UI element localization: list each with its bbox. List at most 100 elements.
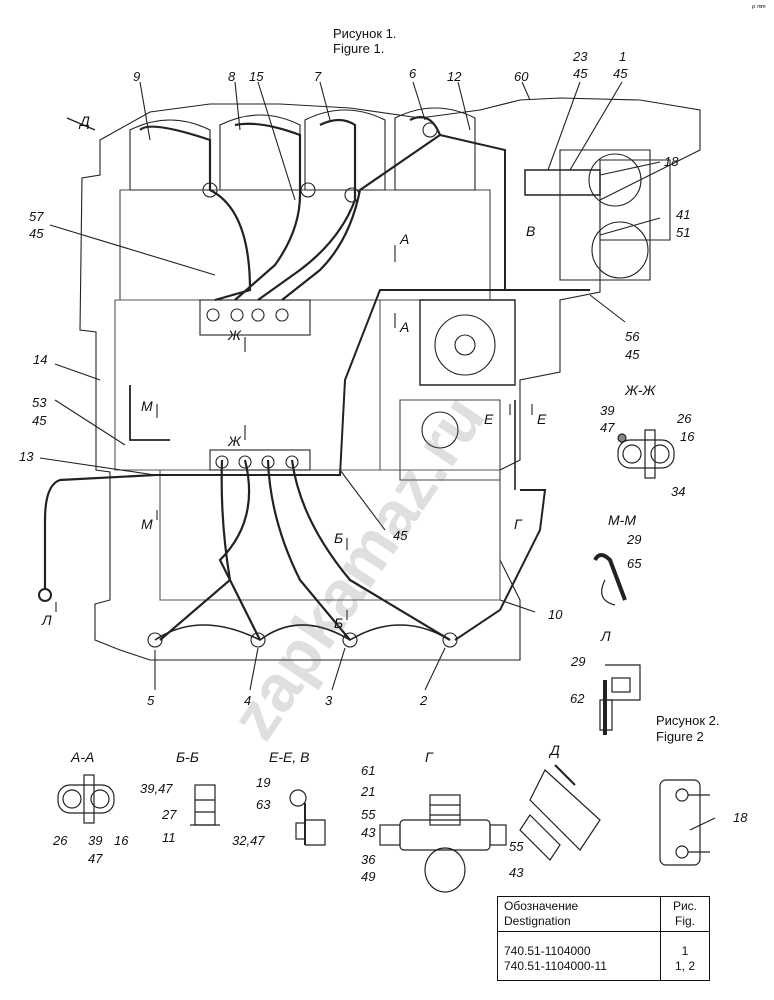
header-fig-en: Fig.	[674, 914, 695, 928]
section-mark-a-top: А	[400, 231, 410, 247]
aa-callout-47: 47	[88, 851, 103, 866]
section-mark-m-top: М	[141, 398, 153, 414]
aa-callout-16: 16	[114, 833, 129, 848]
l-callout-62: 62	[570, 691, 585, 706]
callout-41: 41	[676, 207, 691, 222]
designation-codes-cell: 740.51-1104000 740.51-1104000-11	[497, 931, 661, 981]
g-callout-43: 43	[361, 825, 376, 840]
designation-body-row: 740.51-1104000 740.51-1104000-11 1 1, 2	[497, 931, 710, 981]
section-eev-title: Е-Е, В	[269, 749, 310, 765]
section-g-drawing	[379, 794, 507, 893]
callout-6: 6	[409, 66, 417, 81]
d-callout-43: 43	[509, 865, 524, 880]
section-mark-b-top: Б	[334, 530, 344, 546]
aa-callout-26: 26	[53, 833, 68, 848]
figure2-title-en: Figure 2	[656, 729, 704, 744]
callout-3: 3	[325, 693, 333, 708]
designation-table: Обозначение Destignation Рис. Fig. 740.5…	[497, 896, 710, 981]
g-callout-49: 49	[361, 869, 376, 884]
zhzh-callout-47: 47	[600, 420, 615, 435]
section-mark-m-bottom: М	[141, 516, 153, 532]
section-mark-l: Л	[42, 612, 52, 628]
callout-45: 45	[393, 528, 408, 543]
callout-9: 9	[133, 69, 141, 84]
callout-1: 1	[619, 49, 627, 64]
figure1-title-ru: Рисунок 1.	[333, 26, 397, 41]
section-bb-drawing	[190, 784, 220, 826]
callout-7: 7	[314, 69, 322, 84]
l-callout-29: 29	[571, 654, 586, 669]
header-code-ru: Обозначение	[504, 899, 579, 913]
figure2-drawing	[659, 779, 716, 866]
callout-2: 2	[420, 693, 428, 708]
eev-callout-63: 63	[256, 797, 271, 812]
callout-23: 23	[573, 49, 588, 64]
callout-45: 45	[625, 347, 640, 362]
corner-mark: ᵖ ᵐᵐ	[752, 3, 766, 12]
section-d-drawing	[519, 764, 601, 861]
section-l-title: Л	[601, 628, 611, 644]
figure1-title-en: Figure 1.	[333, 41, 385, 56]
g-callout-55: 55	[361, 807, 376, 822]
section-eev-drawing	[289, 789, 326, 846]
figure2-callout-18: 18	[733, 810, 748, 825]
g-callout-61: 61	[361, 763, 376, 778]
g-callout-36: 36	[361, 852, 376, 867]
designation-header-row: Обозначение Destignation Рис. Fig.	[497, 896, 710, 932]
designation-header-code: Обозначение Destignation	[497, 896, 661, 932]
section-g-title: Г	[425, 749, 433, 765]
section-aa-drawing	[57, 774, 115, 824]
section-mm-drawing	[593, 553, 627, 606]
callout-5: 5	[147, 693, 155, 708]
callout-18: 18	[664, 154, 679, 169]
table-row-code: 740.51-1104000	[504, 944, 591, 958]
callout-10: 10	[548, 607, 563, 622]
callout-14: 14	[33, 352, 48, 367]
zhzh-callout-16: 16	[680, 429, 695, 444]
section-mark-a-bottom: А	[400, 319, 410, 335]
callout-45: 45	[573, 66, 588, 81]
mm-callout-65: 65	[627, 556, 642, 571]
table-row-code: 740.51-1104000-11	[504, 959, 607, 973]
callout-57: 57	[29, 209, 44, 224]
section-mark-zh-top: Ж	[228, 327, 241, 343]
callout-53: 53	[32, 395, 47, 410]
callout-15: 15	[249, 69, 264, 84]
section-mark-e-left: Е	[484, 411, 494, 427]
section-zhzh-drawing	[617, 429, 675, 479]
table-row-fig: 1, 2	[674, 959, 695, 973]
bb-callout-3947: 39,47	[140, 781, 173, 796]
header-fig-ru: Рис.	[672, 899, 698, 913]
section-aa-title: А-А	[71, 749, 95, 765]
g-callout-21: 21	[361, 784, 376, 799]
callout-12: 12	[447, 69, 462, 84]
header-code-en: Destignation	[504, 914, 571, 928]
designation-header-fig: Рис. Fig.	[660, 896, 710, 932]
engine-block-outline	[79, 97, 701, 661]
zhzh-callout-34: 34	[671, 484, 686, 499]
callout-8: 8	[228, 69, 236, 84]
section-bb-title: Б-Б	[176, 749, 199, 765]
section-mark-zh-bottom: Ж	[228, 433, 241, 449]
mm-callout-29: 29	[627, 532, 642, 547]
designation-figs-cell: 1 1, 2	[660, 931, 710, 981]
eev-callout-19: 19	[256, 775, 271, 790]
zhzh-callout-39: 39	[600, 403, 615, 418]
bb-callout-11: 11	[162, 830, 176, 845]
table-row-fig: 1	[681, 944, 689, 958]
callout-4: 4	[244, 693, 252, 708]
section-l-drawing	[599, 664, 641, 735]
section-mark-e-right: Е	[537, 411, 547, 427]
callout-45: 45	[613, 66, 628, 81]
section-mark-g: Г	[514, 516, 522, 532]
callout-51: 51	[676, 225, 691, 240]
section-mm-title: М-М	[608, 512, 636, 528]
callout-56: 56	[625, 329, 640, 344]
bb-callout-27: 27	[162, 807, 177, 822]
zhzh-callout-26: 26	[677, 411, 692, 426]
section-mark-v: В	[526, 223, 536, 239]
section-mark-d: Д	[80, 113, 90, 129]
callout-60: 60	[514, 69, 529, 84]
eev-callout-3247: 32,47	[232, 833, 265, 848]
